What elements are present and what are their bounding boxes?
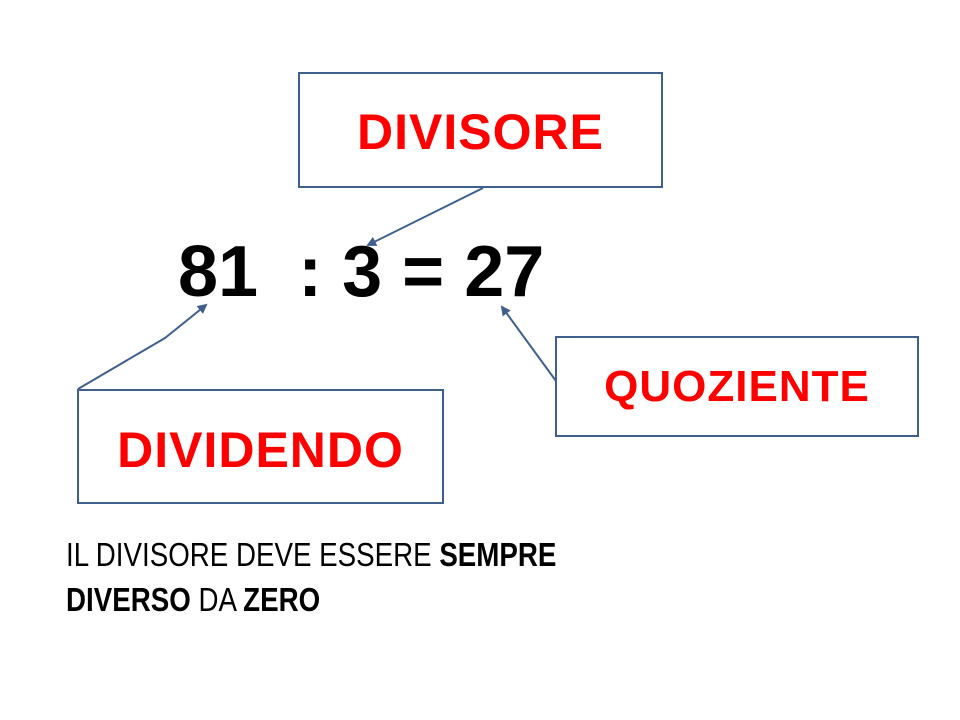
note-bold-sempre: SEMPRE <box>439 536 557 573</box>
operator-divide: : <box>298 232 323 312</box>
arrow-quoziente <box>500 305 557 382</box>
note-bold-zero: ZERO <box>243 581 321 618</box>
note-bold-diverso: DIVERSO <box>66 581 191 618</box>
equals-sign: = <box>402 232 445 312</box>
dividendo-label: DIVIDENDO <box>117 421 404 478</box>
divisore-label: DIVISORE <box>357 104 604 160</box>
note-text-da: DA <box>190 581 244 618</box>
note-text-1: IL DIVISORE DEVE ESSERE <box>66 536 440 573</box>
division-equation: 81 : 3 = 27 <box>178 232 544 312</box>
arrow-dividendo <box>77 303 208 390</box>
divisor: 3 <box>342 232 383 312</box>
dividend: 81 <box>178 232 259 312</box>
quotient: 27 <box>464 232 545 312</box>
dividendo-box: DIVIDENDO <box>77 389 444 504</box>
arrow-divisore <box>366 187 484 246</box>
quoziente-box: QUOZIENTE <box>555 336 919 437</box>
quoziente-label: QUOZIENTE <box>604 361 870 411</box>
divisore-box: DIVISORE <box>298 72 663 188</box>
rule-note: IL DIVISORE DEVE ESSERE SEMPRE DIVERSO D… <box>66 532 556 622</box>
